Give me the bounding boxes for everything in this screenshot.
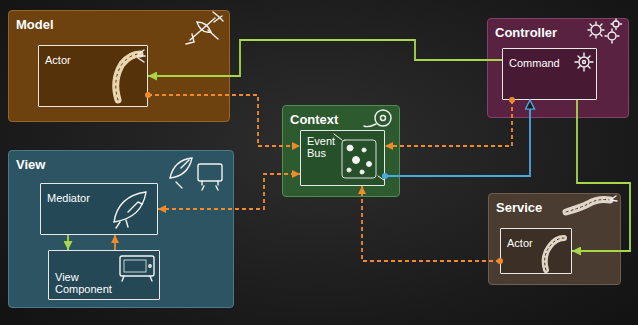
robot-hand-icon <box>545 238 564 270</box>
connector <box>572 100 630 251</box>
box-label: Event Bus <box>307 135 343 159</box>
connector-dot <box>497 258 503 264</box>
connector-dot <box>145 92 151 98</box>
connector <box>148 40 502 76</box>
bus-icon <box>334 134 384 180</box>
view-panel: ViewMediatorView Component <box>8 150 234 308</box>
view-icon <box>170 158 222 190</box>
gear-icon <box>575 53 593 71</box>
film-strip-icon <box>566 196 617 212</box>
context-panel: ContextEvent Bus <box>282 105 400 197</box>
connector <box>158 174 300 209</box>
connector <box>148 95 300 146</box>
box-label: Mediator <box>47 192 90 204</box>
box-label: Actor <box>507 237 533 249</box>
gear-icon <box>588 19 622 43</box>
box-label: Actor <box>45 54 71 66</box>
actor-box: Actor <box>500 228 572 274</box>
box-label: View Component <box>55 271 117 295</box>
panel-title: Service <box>496 200 542 215</box>
panel-title: Model <box>16 17 54 32</box>
connector <box>67 235 69 250</box>
connector-dot <box>509 97 515 103</box>
view-component-box: View Component <box>48 250 160 300</box>
panel-title: View <box>16 157 45 172</box>
box-label: Command <box>509 57 560 69</box>
connector <box>114 235 116 250</box>
command-box: Command <box>502 48 597 100</box>
panel-title: Controller <box>495 25 557 40</box>
mediator-box: Mediator <box>40 183 158 235</box>
reel-icon <box>364 110 391 127</box>
connector <box>385 100 530 176</box>
monitor-icon <box>120 256 154 281</box>
satellite-icon <box>186 12 223 44</box>
connector-dot <box>382 173 388 179</box>
connector <box>362 186 500 261</box>
panel-title: Context <box>290 112 338 127</box>
connector <box>385 100 512 146</box>
controller-panel: ControllerCommand <box>487 18 629 118</box>
dish-icon <box>114 192 146 228</box>
robot-hand-icon <box>116 50 145 100</box>
